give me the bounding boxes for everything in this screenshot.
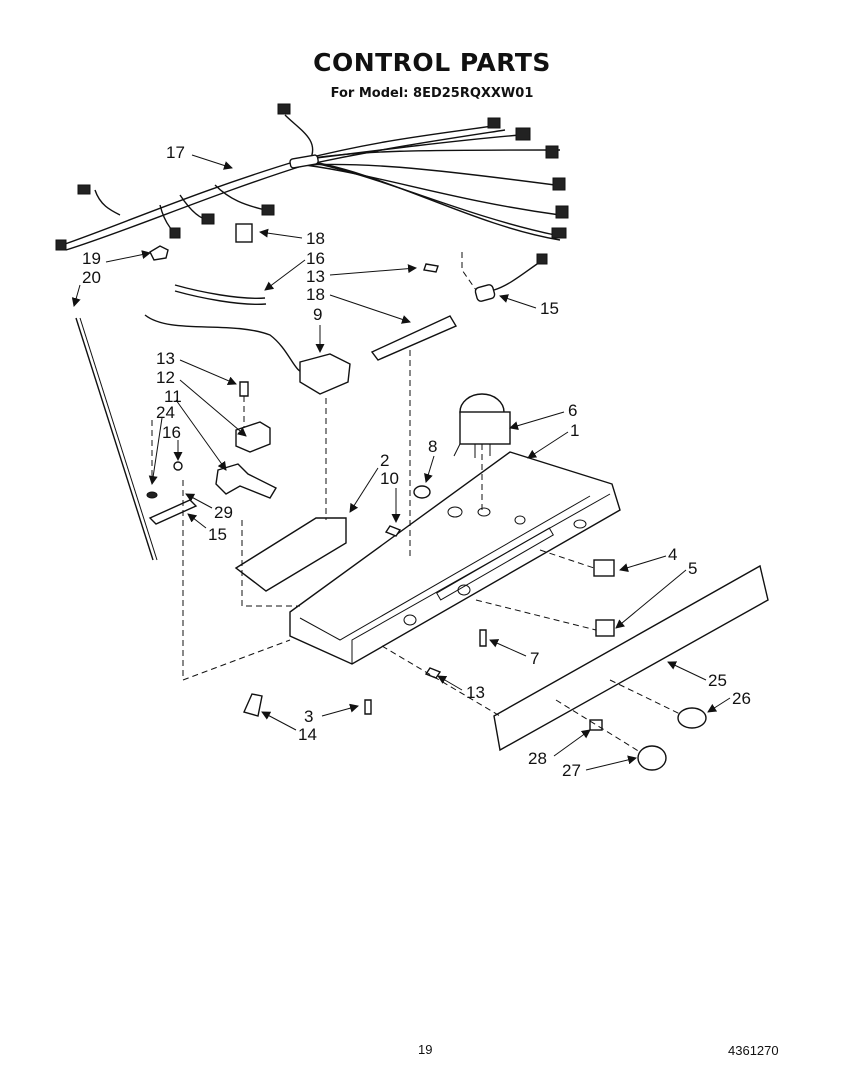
callout-1: 1 [570,421,579,440]
callout-4: 4 [668,545,677,564]
callout-13-c: 13 [466,683,485,702]
part-17-connector [474,284,496,302]
part-16-screw [173,461,183,471]
callout-17: 15 [540,299,559,318]
part-5-switch [595,619,615,637]
part-4-switch [593,559,615,577]
callout-21: 18 [306,229,325,248]
part-8-grommet [413,485,431,499]
callout-7: 7 [530,649,539,668]
callout-10: 10 [380,469,399,488]
part-24-washer [146,491,158,499]
callout-12: 12 [156,368,175,387]
part-28-insert [589,719,603,731]
callout-5: 5 [688,559,697,578]
callout-20: 17 [166,143,185,162]
model-subtitle: For Model: 8ED25RQXXW01 [330,86,534,101]
part-2-plate [234,517,347,592]
part-13-screw-b [239,381,249,397]
document-number: 4361270 [728,1043,779,1058]
callout-16: 16 [162,423,181,442]
callout-8: 8 [428,437,437,456]
callout-28: 28 [528,749,547,768]
callout-23: 20 [82,268,101,287]
part-15-lever [148,499,198,525]
callout-25: 25 [708,671,727,690]
callout-26: 26 [732,689,751,708]
part-11-thermostat [215,463,277,499]
callout-14: 14 [298,725,317,744]
part-19-heater [370,315,458,361]
part-9-wire [144,314,306,373]
page-title: CONTROL PARTS [313,48,551,77]
part-10-screw [384,525,402,537]
callout-22: 19 [82,249,101,268]
callout-9: 9 [313,305,322,324]
part-7-screw [479,629,487,647]
assembly-guides [151,252,681,753]
part-3-screw [364,699,372,715]
part-25-panel [493,564,769,752]
part-21-clip [235,223,253,243]
callout-27: 27 [562,761,581,780]
part-12-bracket [235,421,271,453]
part-1-control-housing [289,451,621,665]
leader-lines [71,154,731,771]
callout-6: 6 [568,401,577,420]
callout-2: 2 [380,451,389,470]
callout-3: 3 [304,707,313,726]
part-13-screw-a [423,263,439,273]
page-number: 19 [418,1042,433,1057]
part-14-clip [243,693,263,717]
callout-24: 24 [156,403,175,422]
callout-29: 29 [214,503,233,522]
part-22-clip [149,245,169,261]
callout-13-a: 13 [306,267,325,286]
callout-19: 18 [306,285,325,304]
callout-15: 15 [208,525,227,544]
part-27-knob [637,745,667,771]
part-26-knob [677,707,707,729]
part-9-connector [299,353,351,395]
wire-harness [55,103,569,251]
callout-18: 16 [306,249,325,268]
part-18-tube [174,284,266,300]
part-6-timer [453,393,511,458]
callout-11: 11 [164,387,182,406]
callout-labels: 17 18 19 20 16 13 18 15 9 13 12 11 24 16… [82,143,751,780]
part-23-rod [75,317,154,561]
callout-13-b: 13 [156,349,175,368]
